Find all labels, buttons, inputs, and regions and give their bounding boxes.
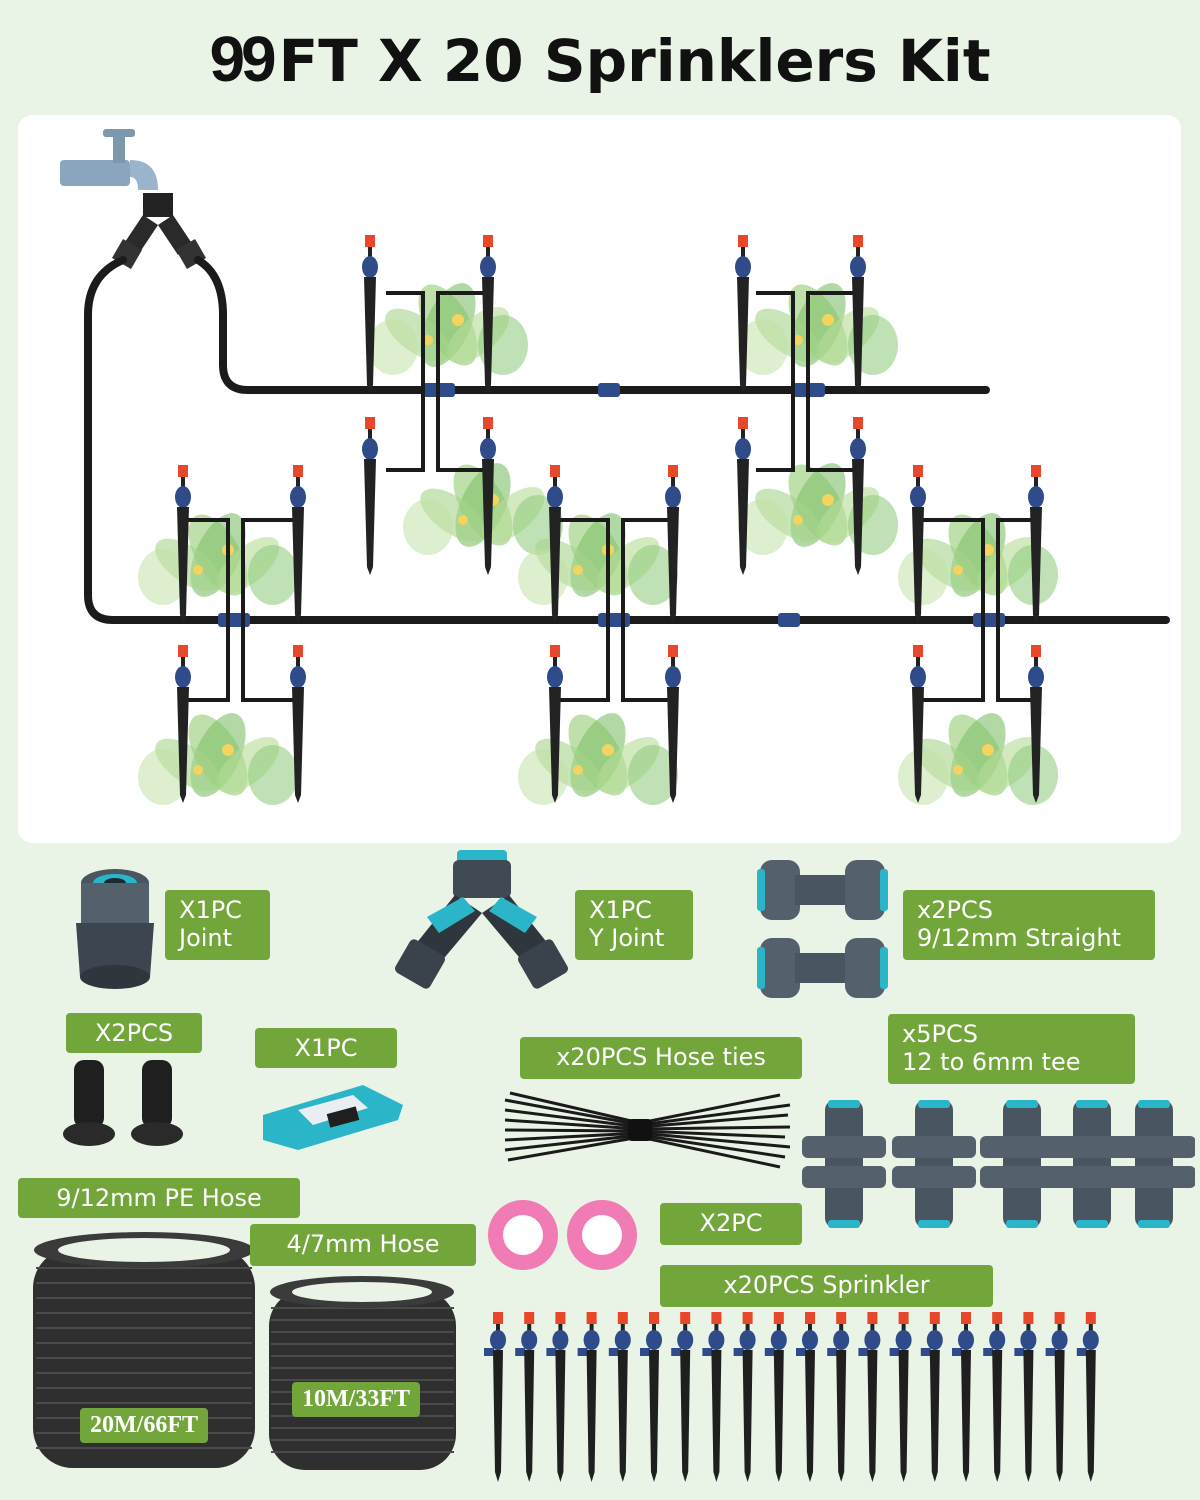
small-hose-length: 10M/33FT bbox=[292, 1382, 420, 1417]
feeder-tubes bbox=[188, 291, 1038, 702]
sprinkler-stake-icon bbox=[1045, 1312, 1068, 1482]
sprinkler-stake-icon bbox=[640, 1312, 662, 1482]
sprinkler-text: x20PCS Sprinkler bbox=[723, 1271, 930, 1299]
sprinkler-row bbox=[484, 1312, 1099, 1482]
tee-label: x5PCS 12 to 6mm tee bbox=[888, 1014, 1135, 1084]
sprinkler-stake-icon bbox=[983, 1312, 1006, 1482]
y-joint-qty: X1PC bbox=[589, 896, 652, 924]
small-hose-label: 4/7mm Hose bbox=[250, 1224, 476, 1266]
straight-qty: x2PCS bbox=[917, 896, 993, 924]
y-joint-name: Y Joint bbox=[589, 924, 665, 952]
sprinkler-stake-icon bbox=[796, 1312, 818, 1482]
sprinkler-stake-icon bbox=[1014, 1312, 1037, 1482]
tee-fitting-icon bbox=[802, 1100, 1195, 1228]
sprinkler-stake-icon bbox=[546, 1312, 569, 1482]
plugs-label: X2PCS bbox=[66, 1013, 202, 1053]
sprinkler-stake-icon bbox=[671, 1312, 694, 1482]
hose-coil-icon bbox=[33, 1232, 255, 1468]
sprinkler-stake-icon bbox=[827, 1312, 850, 1482]
hose-ties-text: x20PCS Hose ties bbox=[556, 1043, 766, 1071]
sprinkler-stake-icon bbox=[1076, 1312, 1099, 1482]
hose-ties-label: x20PCS Hose ties bbox=[520, 1037, 802, 1079]
zip-tie-icon bbox=[504, 1091, 791, 1169]
cutter-qty: X1PC bbox=[294, 1034, 358, 1062]
end-plug-icon bbox=[63, 1060, 183, 1146]
sprinkler-label: x20PCS Sprinkler bbox=[660, 1265, 993, 1307]
title-number: 99 bbox=[209, 23, 276, 95]
small-hose-text: 4/7mm Hose bbox=[286, 1230, 440, 1258]
hose-lines bbox=[84, 256, 1170, 624]
installation-diagram bbox=[18, 115, 1181, 843]
small-hose-coil-icon bbox=[269, 1276, 456, 1470]
straight-connector-icon bbox=[757, 860, 888, 998]
diagram-svg bbox=[60, 129, 1170, 806]
sprinkler-stake-icon bbox=[577, 1312, 600, 1482]
joint-adapter-icon bbox=[76, 869, 154, 989]
joint-qty: X1PC bbox=[179, 896, 242, 924]
tee-qty: x5PCS bbox=[902, 1020, 978, 1048]
sprinkler-stake-icon bbox=[515, 1312, 538, 1482]
sprinkler-stake-icon bbox=[733, 1312, 756, 1482]
y-joint-part-icon bbox=[395, 850, 568, 989]
pe-hose-text: 9/12mm PE Hose bbox=[56, 1184, 262, 1212]
joint-name: Joint bbox=[179, 924, 233, 952]
sprinkler-stake-icon bbox=[484, 1312, 506, 1482]
sprinkler-stake-icon bbox=[858, 1312, 881, 1482]
tape-label: X2PC bbox=[660, 1203, 802, 1245]
sprinkler-stake-icon bbox=[889, 1312, 912, 1482]
y-joint-label: X1PC Y Joint bbox=[575, 890, 693, 960]
cutter-label: X1PC bbox=[255, 1028, 397, 1068]
joint-label: X1PC Joint bbox=[165, 890, 270, 960]
title-text: FT X 20 Sprinklers Kit bbox=[278, 27, 991, 95]
pe-hose-label: 9/12mm PE Hose bbox=[18, 1178, 300, 1218]
sprinkler-stake-icon bbox=[702, 1312, 725, 1482]
plugs-qty: X2PCS bbox=[94, 1019, 174, 1047]
straight-label: x2PCS 9/12mm Straight bbox=[903, 890, 1155, 960]
tape-qty: X2PC bbox=[699, 1209, 763, 1237]
sprinkler-stake-icon bbox=[608, 1312, 631, 1482]
straight-name: 9/12mm Straight bbox=[917, 924, 1122, 952]
sprinkler-stake-icon bbox=[764, 1312, 787, 1482]
faucet-icon bbox=[60, 129, 158, 190]
cutter-icon bbox=[263, 1085, 403, 1150]
sprinkler-stake-icon bbox=[952, 1312, 974, 1482]
tee-name: 12 to 6mm tee bbox=[902, 1048, 1081, 1076]
pe-hose-length: 20M/66FT bbox=[80, 1408, 208, 1443]
sprinkler-stake-icon bbox=[920, 1312, 943, 1482]
tape-roll-icon bbox=[488, 1200, 637, 1270]
